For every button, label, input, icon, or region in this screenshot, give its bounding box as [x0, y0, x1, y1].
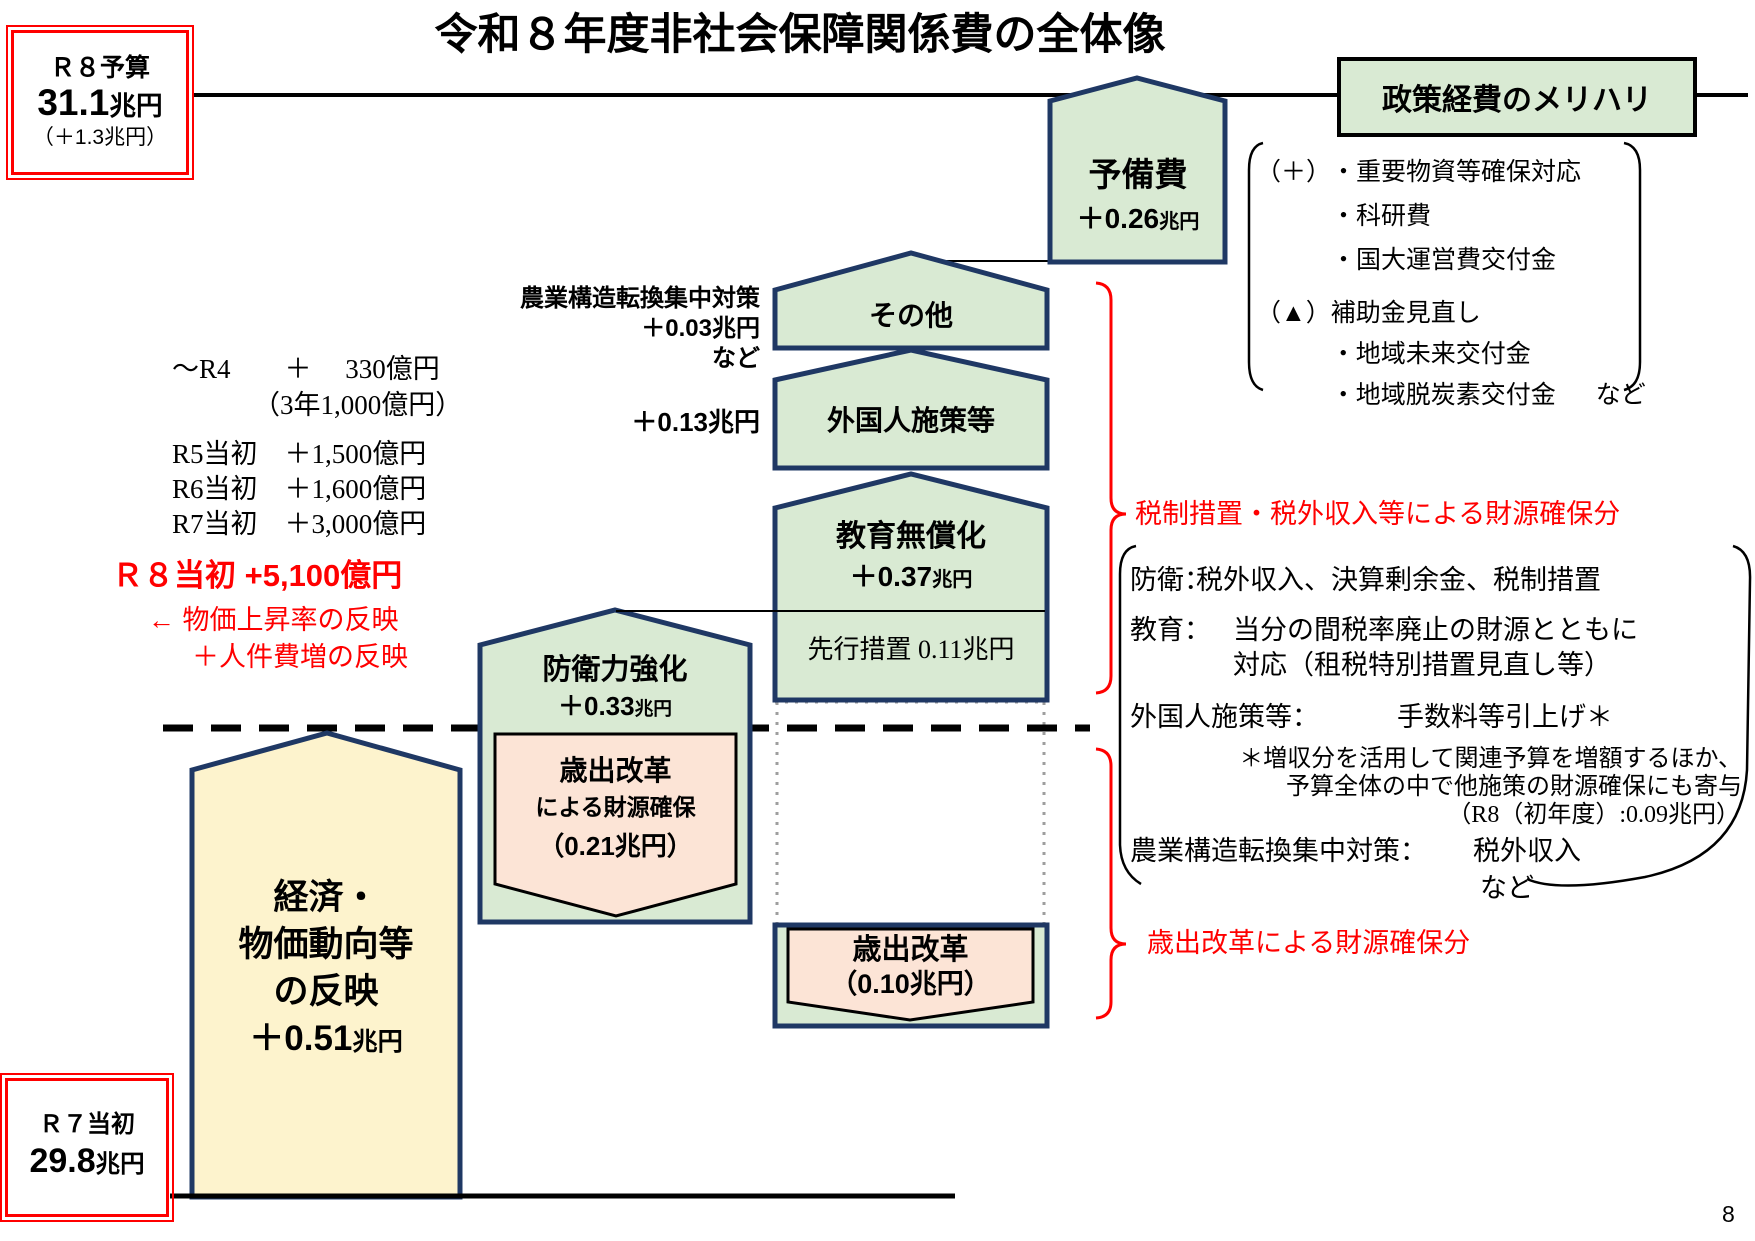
defense-reform-inner-shape [493, 732, 738, 918]
policy-plus-item: ・科研費 [1331, 202, 1432, 230]
economy-line1: 経済・ [273, 878, 379, 917]
sources-paren-left [1118, 544, 1142, 886]
source-edu-text2: 対応（租税特別措置見直し等） [1233, 650, 1611, 680]
source-foreign-label: 外国人施策等： [1130, 702, 1319, 732]
kyoiku-unit: 兆円 [932, 569, 973, 591]
policy-plus-marker: （＋） [1256, 158, 1332, 186]
r7-budget-number: 29.8 [29, 1141, 96, 1180]
tax-source-note: 税制措置・税外収入等による財源確保分 [1135, 499, 1621, 529]
source-edu-text1: 当分の間税率廃止の財源とともに [1233, 615, 1638, 645]
saishutsu-value: （0.10兆円） [830, 969, 991, 999]
source-edu-label: 教育： [1130, 615, 1211, 645]
agri-annotation-line1: 農業構造転換集中対策 [520, 285, 760, 312]
policy-minus-head: 補助金見直し [1330, 299, 1481, 327]
defense-number: ＋0.33 [557, 691, 635, 721]
defense-title: 防衛力強化 [542, 654, 688, 686]
source-defense-label: 防衛： [1130, 565, 1211, 595]
defense-unit: 兆円 [634, 698, 673, 719]
sonota-box-shape [772, 250, 1050, 351]
policy-minus-item: ・地域脱炭素交付金 など [1331, 375, 1646, 416]
r8-budget-number: 31.1 [37, 82, 110, 124]
kyoiku-sub-label: 先行措置 0.11兆円 [807, 635, 1015, 664]
reserve-value: ＋0.26兆円 [1050, 205, 1226, 233]
source-agri-label: 農業構造転換集中対策： [1130, 836, 1427, 866]
history-r6: R6当初 ＋1,600億円 [172, 474, 427, 504]
policy-plus-items: ・重要物資等確保対応 ・科研費 ・国大運営費交付金 [1331, 150, 1581, 282]
saishutsu-title: 歳出改革 [852, 934, 969, 966]
r8-budget-unit: 兆円 [109, 91, 163, 122]
reform-source-note: 歳出改革による財源確保分 [1147, 928, 1471, 958]
economy-unit: 兆円 [352, 1028, 403, 1056]
r7-budget-label: Ｒ７当初 [39, 1111, 135, 1139]
r8-budget-label: Ｒ８予算 [49, 54, 150, 83]
gaikokujin-box-shape [772, 347, 1050, 471]
economy-value: ＋0.51兆円 [192, 1021, 460, 1056]
source-etc: など [1480, 873, 1534, 903]
page-title: 令和８年度非社会保障関係費の全体像 [434, 11, 1166, 59]
agri-annotation-line3: など [712, 345, 760, 372]
policy-paren-left [1247, 141, 1264, 392]
source-agri-text: 税外収入 [1473, 836, 1581, 866]
policy-minus-etc: など [1595, 381, 1646, 409]
reform-brace [1095, 747, 1127, 1020]
kyoiku-number: ＋0.37 [849, 561, 933, 592]
defense-value: ＋0.33兆円 [480, 693, 750, 719]
policy-minus-items: 補助金見直し ・地域未来交付金 ・地域脱炭素交付金 など [1331, 293, 1646, 416]
policy-minus-item-text: ・地域脱炭素交付金 [1330, 381, 1556, 409]
economy-line2: 物価動向等 [238, 925, 414, 964]
source-footnote-2: 予算全体の中で他施策の財源確保にも寄与 [1286, 774, 1742, 800]
economy-line3: の反映 [273, 972, 379, 1011]
r8-budget-delta: （＋1.3兆円） [32, 125, 168, 149]
merihari-label: 政策経費のメリハリ [1382, 84, 1652, 117]
source-foreign-text: 手数料等引上げ＊ [1397, 702, 1613, 732]
source-defense-text: 税外収入、決算剰余金、税制措置 [1196, 565, 1601, 595]
r7-budget-unit: 兆円 [95, 1150, 145, 1178]
sources-paren-right [1526, 544, 1752, 887]
policy-plus-group: （＋） ・重要物資等確保対応 ・科研費 ・国大運営費交付金 [1256, 150, 1581, 282]
kyoiku-title: 教育無償化 [836, 520, 986, 553]
r8-budget-value: 31.1兆円 [37, 81, 162, 125]
history-r7: R7当初 ＋3,000億円 [172, 509, 427, 539]
history-arrow-note-2: ＋人件費増の反映 [192, 642, 408, 672]
r8-budget-box: Ｒ８予算 31.1兆円 （＋1.3兆円） [6, 25, 194, 180]
economy-number: ＋0.51 [249, 1019, 353, 1058]
defense-inner-line3: （0.21兆円） [538, 831, 693, 861]
defense-inner-line2: による財源確保 [535, 794, 696, 820]
reserve-title: 予備費 [1088, 156, 1188, 193]
misc-value-label: ＋0.13兆円 [631, 407, 760, 437]
history-arrow-note-1: ← 物価上昇率の反映 [148, 605, 399, 635]
history-r8-highlight: Ｒ８当初 +5,100億円 [112, 558, 403, 593]
agri-annotation-line2: ＋0.03兆円 [641, 315, 760, 342]
economy-box-shape [189, 730, 463, 1200]
sonota-label: その他 [868, 300, 953, 331]
policy-plus-item: ・重要物資等確保対応 [1331, 158, 1582, 186]
defense-inner-line1: 歳出改革 [559, 755, 672, 786]
policy-minus-item: ・地域未来交付金 [1330, 340, 1531, 368]
policy-plus-item: ・国大運営費交付金 [1331, 246, 1557, 274]
history-r4: ～R4 ＋ 330億円 [172, 354, 440, 384]
policy-minus-marker: （▲） [1256, 299, 1331, 327]
reserve-unit: 兆円 [1159, 211, 1200, 233]
page-number: 8 [1722, 1201, 1735, 1227]
source-footnote-3: （R8（初年度）:0.09兆円） [1447, 802, 1740, 828]
merihari-box: 政策経費のメリハリ [1337, 57, 1697, 137]
history-r4-note: （3年1,000億円） [253, 390, 463, 420]
source-footnote-1: ＊増収分を活用して関連予算を増額するほか、 [1239, 746, 1742, 772]
kyoiku-value: ＋0.37兆円 [775, 563, 1047, 591]
reserve-number: ＋0.26 [1076, 203, 1160, 234]
policy-minus-group: （▲） 補助金見直し ・地域未来交付金 ・地域脱炭素交付金 など [1256, 293, 1646, 416]
reserve-box-shape [1047, 75, 1228, 265]
policy-paren-right [1623, 141, 1642, 392]
r7-budget-box: Ｒ７当初 29.8兆円 [0, 1073, 174, 1222]
kyoiku-box-shape [772, 471, 1050, 703]
tax-brace [1095, 281, 1127, 695]
gaikokujin-label: 外国人施策等 [826, 405, 995, 436]
saishutsu-inner-shape [786, 927, 1035, 1022]
agri-annotation: 農業構造転換集中対策 ＋0.03兆円 など [440, 284, 760, 374]
history-r5: R5当初 ＋1,500億円 [172, 439, 427, 469]
r7-budget-value: 29.8兆円 [29, 1139, 144, 1183]
